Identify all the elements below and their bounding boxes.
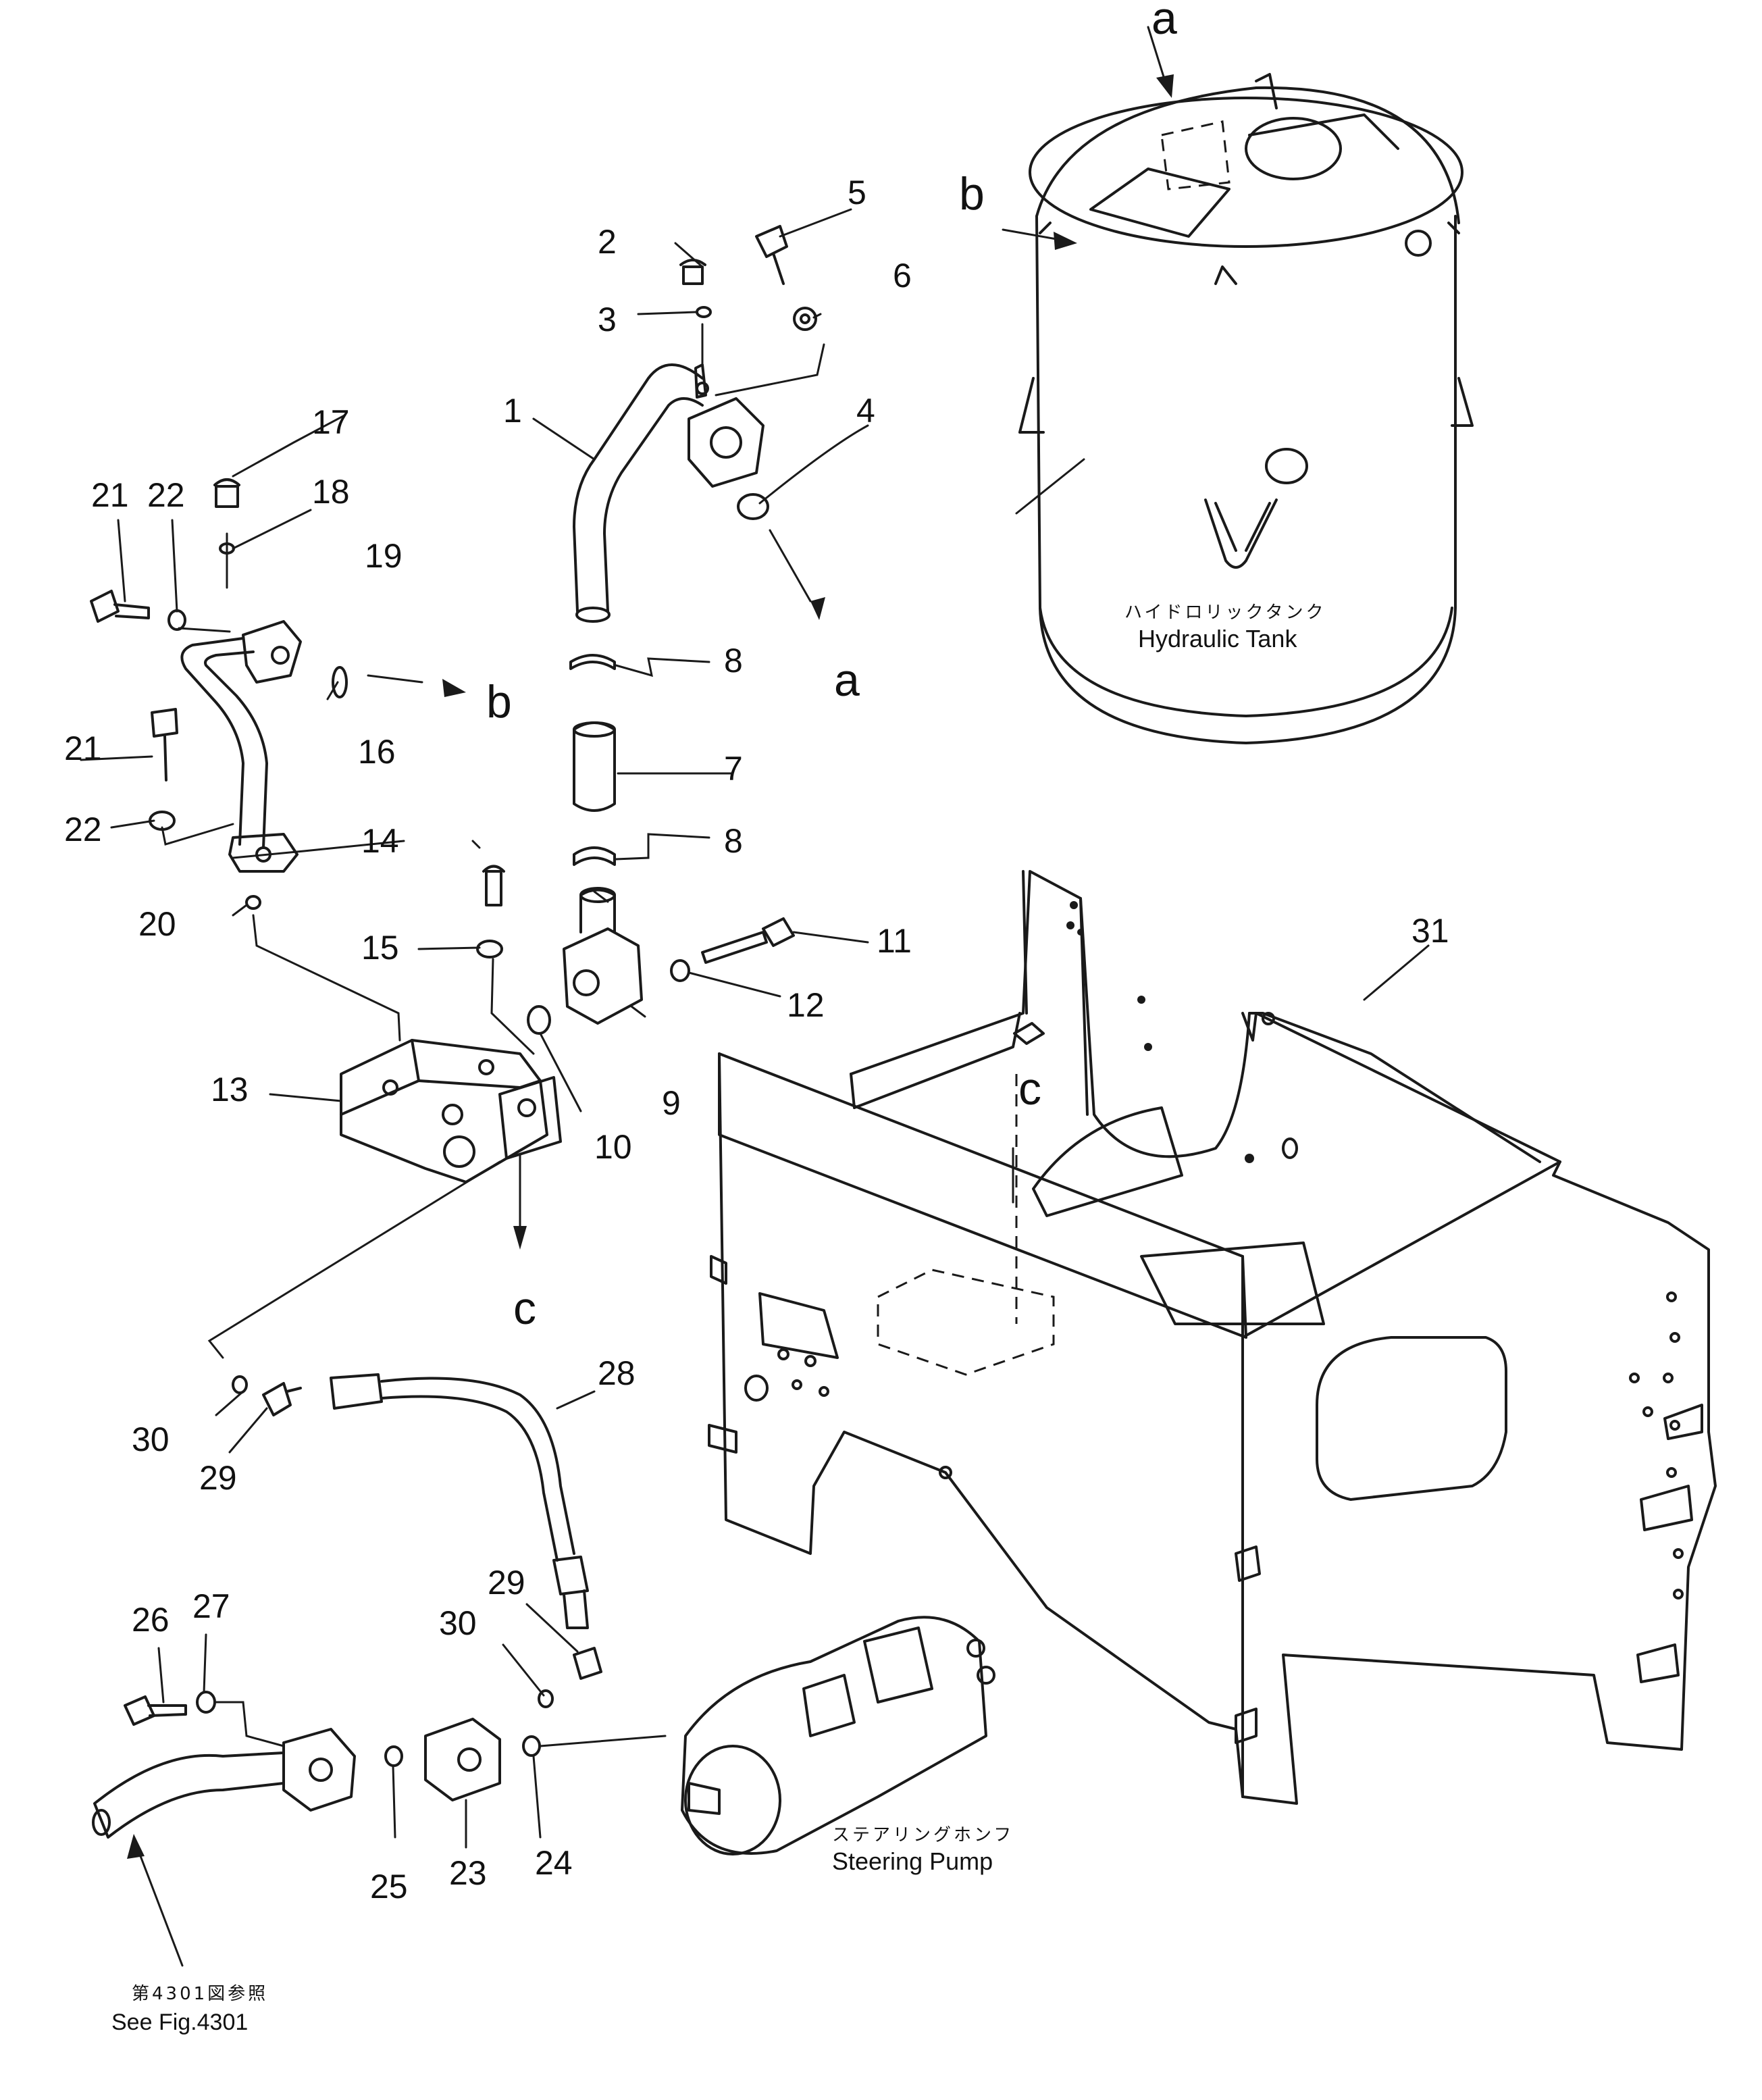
label-part-5: 5 <box>848 174 866 211</box>
label-part-18: 18 <box>312 473 350 511</box>
ref-letter-b-tank: b <box>959 168 985 220</box>
elbow-block-9 <box>527 887 795 1035</box>
label-part-15: 15 <box>361 929 399 967</box>
valve-block-13 <box>207 865 562 1359</box>
label-part-21a: 21 <box>91 476 129 514</box>
hydraulic-tank-label-en: Hydraulic Tank <box>1138 625 1297 652</box>
see-figure-label-en: See Fig.4301 <box>111 2009 248 2035</box>
label-part-19: 19 <box>365 537 403 575</box>
label-part-20: 20 <box>138 905 176 943</box>
hose-28-assembly <box>232 1373 602 1708</box>
label-part-30b: 30 <box>439 1604 477 1642</box>
hydraulic-tank-label-jp: ハイドロリックタンク <box>1124 603 1326 623</box>
label-part-24: 24 <box>535 1844 573 1882</box>
label-part-27: 27 <box>192 1587 230 1625</box>
steering-pump-label-en: Steering Pump <box>832 1847 993 1875</box>
label-part-23: 23 <box>449 1854 487 1892</box>
label-part-30a: 30 <box>132 1420 170 1458</box>
label-part-21b: 21 <box>64 729 102 767</box>
label-part-8b: 8 <box>724 822 743 860</box>
ref-letter-b-pipe: b <box>486 676 512 727</box>
label-part-16: 16 <box>358 733 396 771</box>
leader-lines <box>80 26 1430 1967</box>
steering-pump: ステアリングホンフ Steering Pump <box>539 1616 1014 1875</box>
label-part-11: 11 <box>877 922 912 960</box>
ref-letter-c-valve: c <box>513 1283 536 1334</box>
see-figure-label-jp: 第4301図参照 <box>132 1984 268 2004</box>
ref-letter-a-top: a <box>1151 0 1177 44</box>
label-part-26: 26 <box>132 1601 170 1639</box>
label-part-6: 6 <box>893 257 912 294</box>
label-part-8a: 8 <box>724 642 743 680</box>
hydraulic-tank: ハイドロリックタンク Hydraulic Tank <box>1018 73 1474 744</box>
frame-31 <box>708 870 1717 1805</box>
label-part-9: 9 <box>662 1084 681 1122</box>
label-part-22b: 22 <box>64 811 102 848</box>
label-part-7: 7 <box>724 750 743 788</box>
label-part-1: 1 <box>503 392 522 430</box>
label-part-4: 4 <box>856 392 875 430</box>
label-part-28: 28 <box>598 1354 636 1392</box>
label-part-3: 3 <box>598 301 617 338</box>
label-part-25: 25 <box>370 1868 408 1905</box>
label-part-29a: 29 <box>199 1459 237 1497</box>
label-part-17: 17 <box>312 403 350 441</box>
label-part-31: 31 <box>1411 912 1449 950</box>
label-part-29b: 29 <box>488 1564 525 1602</box>
label-part-22a: 22 <box>147 476 185 514</box>
pump-fittings <box>92 1691 541 1839</box>
part-number-labels: 1 2 3 4 5 6 7 8 8 9 10 11 12 13 14 15 16… <box>64 174 1449 1905</box>
label-part-13: 13 <box>211 1071 249 1108</box>
see-figure-note: 第4301図参照 See Fig.4301 <box>111 1984 268 2035</box>
pipe-16-assembly <box>90 478 348 910</box>
label-part-2: 2 <box>598 223 617 261</box>
label-part-14: 14 <box>361 822 399 860</box>
suction-pipe-assembly <box>569 225 825 866</box>
label-part-12: 12 <box>787 986 825 1024</box>
reference-letters: a a b b c c <box>486 0 1177 1334</box>
steering-pump-label-jp: ステアリングホンフ <box>832 1825 1014 1845</box>
ref-letter-a-pipe: a <box>834 655 860 706</box>
ref-letter-c-frame: c <box>1018 1063 1041 1115</box>
label-part-10: 10 <box>594 1128 632 1166</box>
